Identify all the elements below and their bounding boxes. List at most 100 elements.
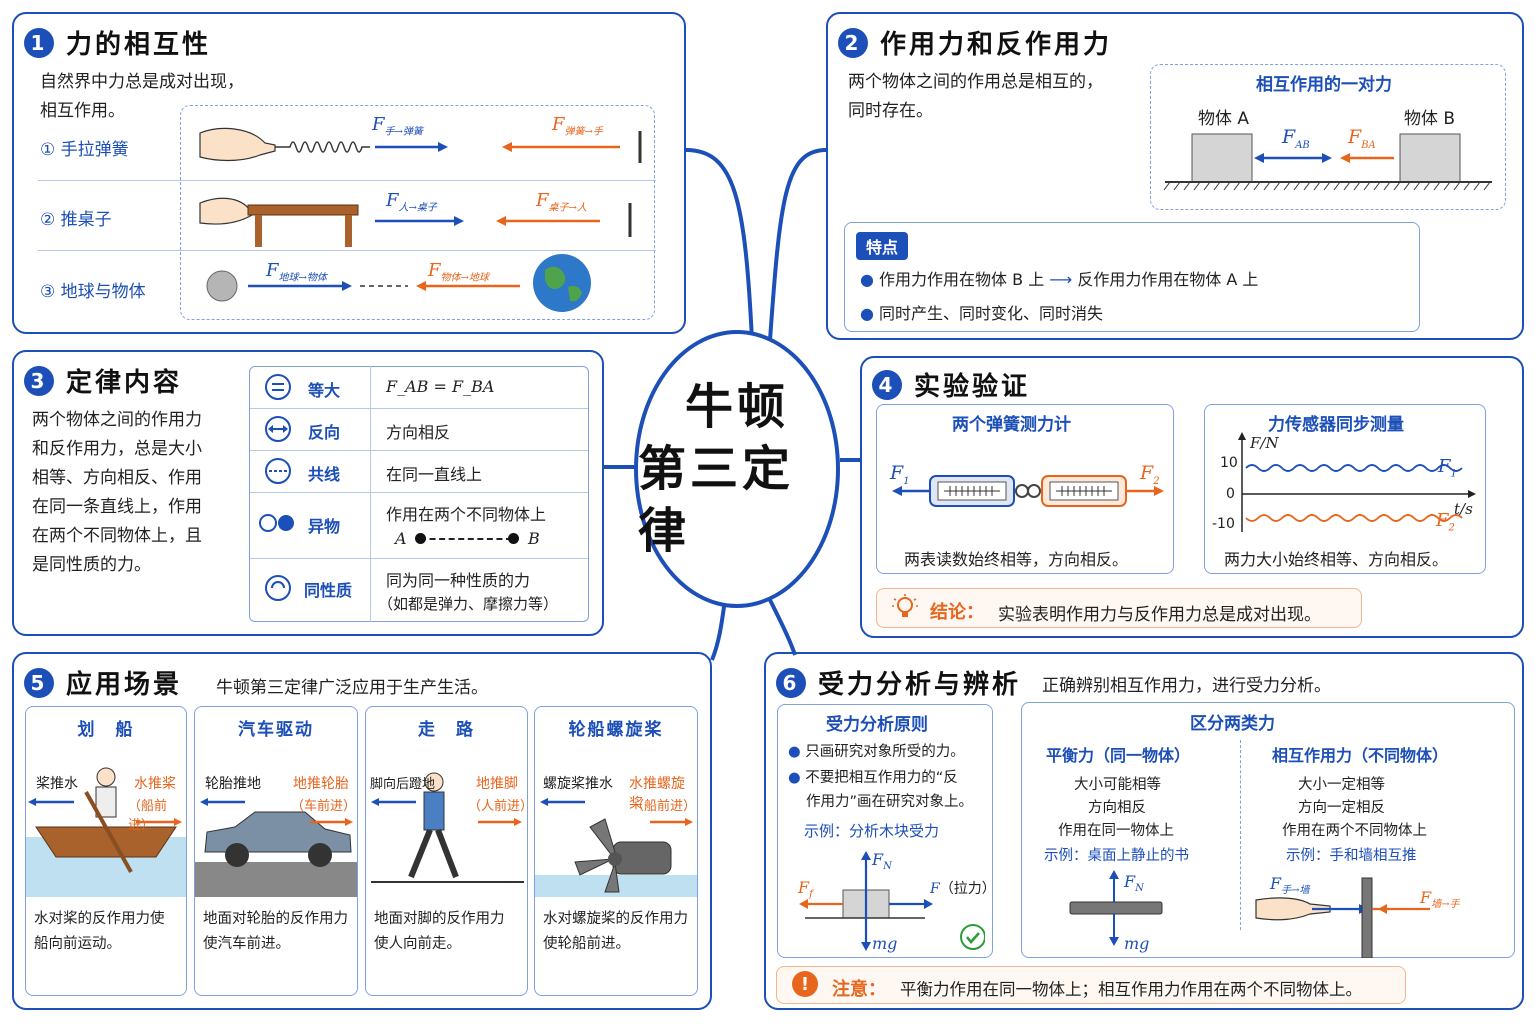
- force-label: F地球→物体: [266, 260, 327, 284]
- sensor-f1-label: F1: [1438, 456, 1457, 480]
- features-tag: 特点: [856, 232, 909, 260]
- mutual-example: 示例：手和墙相互推: [1286, 848, 1417, 864]
- block-b: [1399, 133, 1461, 183]
- principle-2: ● 不要把相互作用力的“反作用力”画在研究对象上。: [788, 770, 974, 810]
- y-tick-0: 0: [1226, 486, 1235, 502]
- card-right-note: （船前进）: [128, 799, 168, 833]
- panel5-number: 5: [24, 667, 54, 698]
- panel6-number: 6: [776, 667, 806, 698]
- check-icon: [960, 924, 985, 950]
- example-label-earth: ③ 地球与物体: [40, 282, 146, 302]
- panel1-number: 1: [24, 27, 54, 58]
- property-equal: 等大: [308, 381, 341, 400]
- principles-title: 受力分析原则: [826, 715, 928, 735]
- card-walking: 走 路 脚向后蹬地 地推脚 （人前进） 地面对脚的反作用力使人向前走。: [365, 706, 528, 996]
- card-left-label: 脚向后蹬地: [370, 777, 436, 792]
- book-fn-label: FN: [1124, 872, 1144, 895]
- fpull-label: F（拉力）: [930, 881, 996, 897]
- card-right-label: 地推轮胎: [293, 776, 349, 792]
- panel2-header: 2 作用力和反作用力: [838, 24, 1112, 61]
- opposite-icon: [265, 416, 291, 442]
- distinguish-title: 区分两类力: [1190, 714, 1275, 734]
- panel3-header: 3 定律内容: [24, 362, 182, 399]
- mutual-title: 相互作用力（不同物体）: [1272, 746, 1449, 765]
- mutual-1: 大小一定相等: [1298, 777, 1385, 793]
- panel6-subtitle: 正确辨别相互作用力，进行受力分析。: [1042, 676, 1331, 696]
- conclusion-label: 结论：: [930, 602, 984, 623]
- panel5-header: 5 应用场景: [24, 664, 182, 701]
- walking-illustration: [371, 772, 524, 883]
- fn-label: FN: [872, 850, 892, 873]
- property-collinear: 共线: [308, 465, 341, 484]
- feature-1: ● 作用力作用在物体 B 上 ⟶ 反作用力作用在物体 A 上: [860, 270, 1259, 289]
- ab-dashed-line: [420, 538, 512, 540]
- conclusion-text: 实验表明作用力与反作用力总是成对出现。: [998, 605, 1321, 625]
- balance-1: 大小可能相等: [1074, 777, 1161, 793]
- property-collinear-value: 在同一直线上: [386, 465, 483, 484]
- pair-box: [1150, 64, 1506, 210]
- fhand-label: F手→墙: [1270, 874, 1310, 897]
- force-label: F手→弹簧: [372, 114, 423, 138]
- table-icon: [247, 204, 359, 216]
- point-a-dot: [415, 533, 426, 544]
- center-line-2: 第三定律: [638, 441, 795, 559]
- balance-3: 作用在同一物体上: [1058, 823, 1174, 839]
- property-icons: [259, 374, 294, 601]
- hand-icon: [1255, 897, 1331, 921]
- card-car: 汽车驱动 轮胎推地 地推轮胎 （车前进） 地面对轮胎的反作用力使汽车前进。: [194, 706, 358, 996]
- hand-wall-diagram: [1255, 877, 1430, 958]
- note-label: 注意：: [832, 979, 886, 1000]
- point-b-label: B: [528, 529, 540, 548]
- panel1-desc-2: 相互作用。: [40, 101, 125, 121]
- balance-title: 平衡力（同一物体）: [1046, 746, 1191, 765]
- same-nature-icon: [265, 575, 291, 601]
- card-text: 水对螺旋桨的反作用力使轮船前进。: [543, 911, 688, 952]
- property-same-nature: 同性质: [304, 581, 353, 600]
- property-opposite: 反向: [308, 423, 341, 442]
- card-right-note: （人前进）: [468, 799, 528, 814]
- collinear-icon: [265, 458, 291, 484]
- force-label: F弹簧→手: [552, 114, 603, 138]
- card-left-label: 桨推水: [36, 776, 78, 792]
- f2-wave: [1245, 514, 1463, 522]
- panel1-header: 1 力的相互性: [24, 24, 211, 61]
- sensor-note: 两力大小始终相等、方向相反。: [1224, 550, 1449, 569]
- spring-scales-title: 两个弹簧测力计: [952, 415, 1071, 435]
- book-forces-diagram: [1069, 870, 1163, 946]
- property-different-value: 作用在两个不同物体上: [386, 505, 547, 524]
- principle-example: 示例：分析木块受力: [804, 822, 940, 840]
- wall-icon: [1361, 877, 1373, 958]
- panel6-title: 受力分析与辨析: [818, 670, 1022, 700]
- lightbulb-icon: [892, 594, 918, 617]
- property-opposite-value: 方向相反: [386, 423, 451, 442]
- property-different: 异物: [308, 517, 341, 536]
- y-tick-10: 10: [1220, 455, 1238, 471]
- point-b-dot: [508, 533, 519, 544]
- object-a-label: 物体 A: [1198, 109, 1250, 129]
- spring-scales-diagram: [892, 475, 1164, 507]
- book-icon: [1069, 901, 1163, 915]
- f1-label: F1: [890, 462, 910, 487]
- panel3-desc: 两个物体之间的作用力和反作用力，总是大小相等、方向相反、作用 在同一条直线上，作…: [32, 410, 202, 575]
- panel2-desc-1: 两个物体之间的作用总是相互的，: [848, 72, 1103, 92]
- card-left-label: 轮胎推地: [205, 776, 261, 792]
- conclusion-box: [876, 588, 1362, 628]
- card-text: 水对桨的反作用力使船向前运动。: [34, 911, 165, 952]
- panel2-desc-2: 同时存在。: [848, 101, 933, 121]
- card-right-label: 水推桨: [134, 776, 176, 792]
- sensor-f2-label: F2: [1436, 510, 1455, 534]
- pair-title: 相互作用的一对力: [1256, 75, 1392, 95]
- divider: [250, 492, 588, 493]
- panel4-number: 4: [872, 369, 902, 400]
- panel4-title: 实验验证: [914, 372, 1031, 402]
- table-col-divider: [370, 366, 371, 622]
- panel3-number: 3: [24, 365, 54, 396]
- sensor-chart: [1238, 432, 1476, 532]
- panel-law-content: [12, 350, 604, 636]
- card-rowing: 划 船 桨推水 水推桨 （船前进） 水对桨的反作用力使船向前运动。: [25, 706, 187, 996]
- property-equal-value: F_AB = F_BA: [386, 377, 495, 396]
- divider: [250, 558, 588, 559]
- rowing-illustration: [26, 767, 186, 897]
- fwall-label: F墙→手: [1420, 888, 1460, 911]
